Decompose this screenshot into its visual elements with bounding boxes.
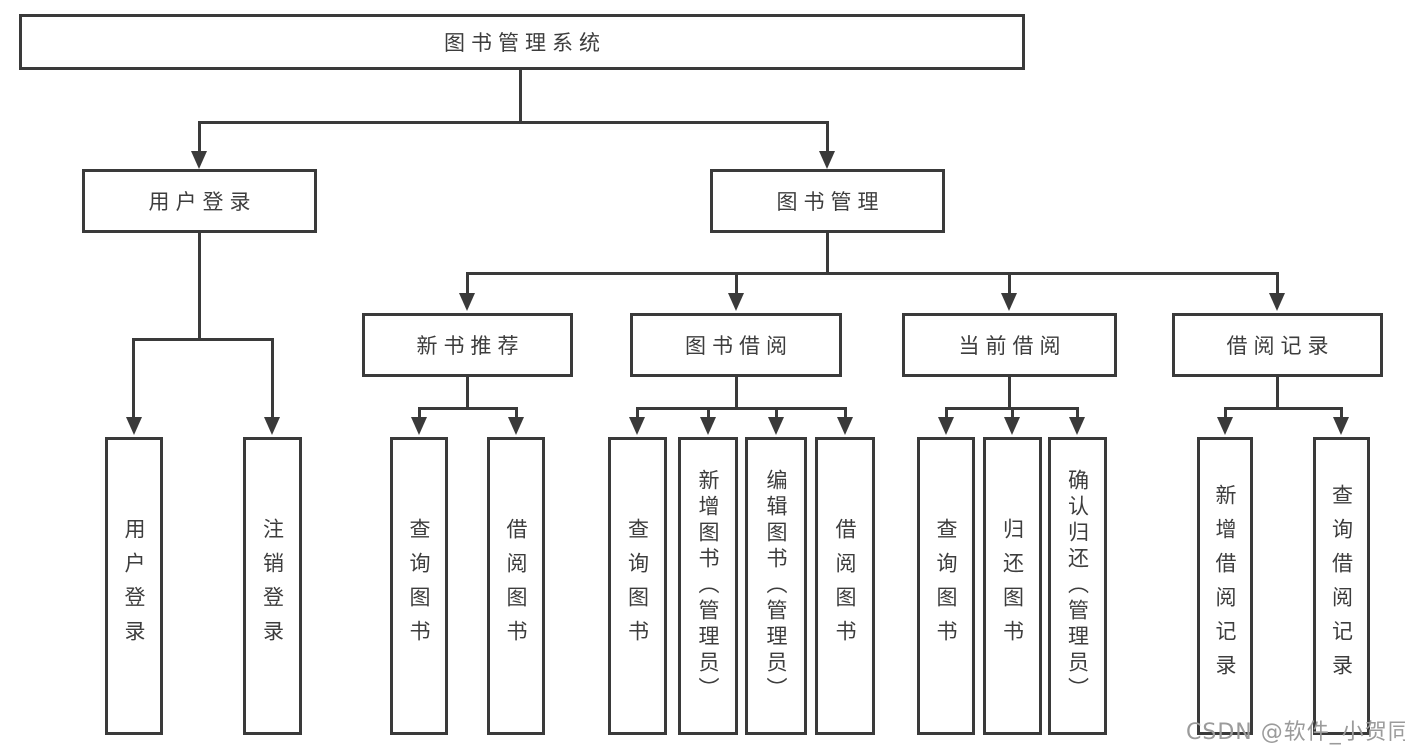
node-leaf-user-login: 用户登录 [105,437,163,735]
arrowhead-user-login [191,151,207,169]
node-label: 编辑图书（管理员） [764,469,788,703]
node-label: 查询图书 [625,518,650,654]
arrowhead-current [1001,293,1017,311]
connector-stem-bb-query [636,407,639,419]
arrowhead-cb-query [938,417,954,435]
arrowhead-cb-return [1004,417,1020,435]
node-label: 查询图书 [407,518,431,654]
arrowhead-login [126,417,142,435]
arrowhead-rec-query [1333,417,1349,435]
arrowhead-new-books [459,293,475,311]
node-label: 当前借阅 [958,334,1067,358]
node-label: 借阅记录 [1226,334,1335,358]
node-label: 确认归还（管理员） [1065,469,1090,703]
connector-current-stem [1008,377,1011,407]
node-leaf-rec-query-record: 查询借阅记录 [1313,437,1370,735]
csdn-watermark: CSDN @软件_小贺同学 [1186,720,1405,745]
arrowhead-borrowing [728,293,744,311]
connector-stem-logout [271,338,274,417]
connector-stem-borrowing [735,272,738,295]
node-label: 图书管理 [776,190,885,214]
arrowhead-bb-query [629,417,645,435]
node-label: 图书借阅 [685,334,793,358]
node-borrowing-records: 借阅记录 [1172,313,1383,377]
connector-stem-rec-add [1224,407,1227,419]
node-leaf-bb-query-books: 查询图书 [608,437,667,735]
arrowhead-book-mgmt [819,151,835,169]
connector-new-books-stem [466,377,469,407]
node-leaf-rec-add-record: 新增借阅记录 [1197,437,1253,735]
connector-user-login-stem [198,233,201,338]
node-leaf-logout: 注销登录 [243,437,302,735]
connector-records-branch [1224,407,1343,410]
arrowhead-bb-edit [768,417,784,435]
arrowhead-records [1269,293,1285,311]
node-current-borrowing: 当前借阅 [902,313,1117,377]
node-leaf-bb-borrow-books: 借阅图书 [815,437,875,735]
connector-stem-records [1276,272,1279,295]
node-label: 归还图书 [1000,518,1025,654]
connector-stem-cb-query [945,407,948,419]
connector-stem-nb-borrow [515,407,518,419]
arrowhead-bb-add [700,417,716,435]
node-user-login: 用户登录 [82,169,317,233]
node-label: 借阅图书 [504,518,528,654]
connector-stem-rec-query [1340,407,1343,419]
node-leaf-nb-borrow-books: 借阅图书 [487,437,545,735]
arrowhead-rec-add [1217,417,1233,435]
connector-stem-current [1008,272,1011,295]
arrowhead-cb-confirm [1069,417,1085,435]
node-label: 借阅图书 [833,518,857,654]
node-book-borrowing: 图书借阅 [630,313,842,377]
node-leaf-bb-add-books-admin: 新增图书（管理员） [678,437,738,735]
node-label: 查询借阅记录 [1329,484,1354,688]
node-leaf-bb-edit-books-admin: 编辑图书（管理员） [745,437,807,735]
node-label: 查询图书 [934,518,958,654]
connector-stem-bb-edit [775,407,778,419]
arrowhead-logout [264,417,280,435]
node-leaf-cb-query-books: 查询图书 [917,437,975,735]
node-new-book-recommend: 新书推荐 [362,313,573,377]
node-leaf-nb-query-books: 查询图书 [390,437,448,735]
connector-user-login-branch [133,338,274,341]
arrowhead-nb-query [411,417,427,435]
node-root-library-system: 图书管理系统 [19,14,1025,70]
connector-records-stem [1276,377,1279,407]
connector-stem-cb-return [1011,407,1014,419]
connector-stem-cb-confirm [1076,407,1079,419]
connector-book-mgmt-branch [466,272,1279,275]
node-label: 新增借阅记录 [1213,484,1237,688]
arrowhead-bb-borrow [837,417,853,435]
node-leaf-cb-confirm-return-admin: 确认归还（管理员） [1048,437,1107,735]
connector-stem-user-login [198,121,201,153]
node-label: 用户登录 [122,518,146,654]
connector-stem-book-mgmt [826,121,829,153]
connector-borrowing-stem [735,377,738,407]
connector-stem-bb-add [707,407,710,419]
node-label: 注销登录 [260,518,285,654]
node-label: 图书管理系统 [444,31,606,55]
connector-book-mgmt-stem [826,233,829,272]
connector-stem-login [132,338,135,417]
connector-stem-nb-query [418,407,421,419]
node-label: 新增图书（管理员） [696,469,720,703]
connector-stem-new-books [466,272,469,295]
node-label: 用户登录 [148,190,257,214]
connector-stem-bb-borrow [844,407,847,419]
node-book-management: 图书管理 [710,169,945,233]
connector-borrowing-branch [636,407,847,410]
connector-root-branch [198,121,829,124]
node-leaf-cb-return-books: 归还图书 [983,437,1042,735]
connector-root-stem [519,70,522,121]
connector-new-books-branch [418,407,518,410]
node-label: 新书推荐 [416,334,525,358]
arrowhead-nb-borrow [508,417,524,435]
